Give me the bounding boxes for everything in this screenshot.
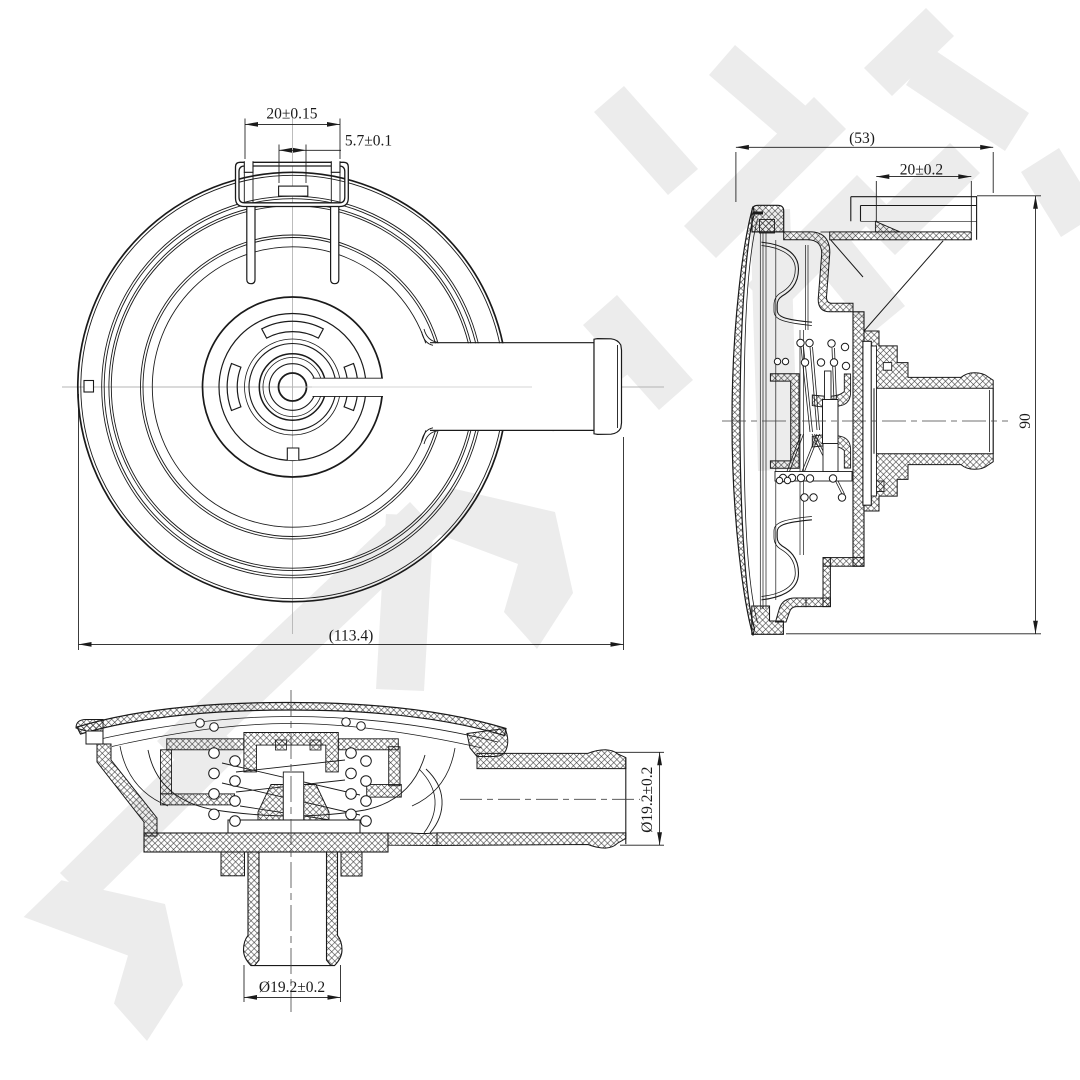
svg-text:90: 90 [1017,413,1034,429]
svg-text:5.7±0.1: 5.7±0.1 [345,132,392,149]
svg-text:Ø19.2±0.2: Ø19.2±0.2 [259,979,325,996]
svg-text:20±0.2: 20±0.2 [900,162,943,179]
svg-text:(53): (53) [849,130,875,147]
svg-text:Ø19.2±0.2: Ø19.2±0.2 [639,767,656,833]
svg-text:20±0.15: 20±0.15 [266,106,317,123]
svg-text:(113.4): (113.4) [329,628,374,645]
